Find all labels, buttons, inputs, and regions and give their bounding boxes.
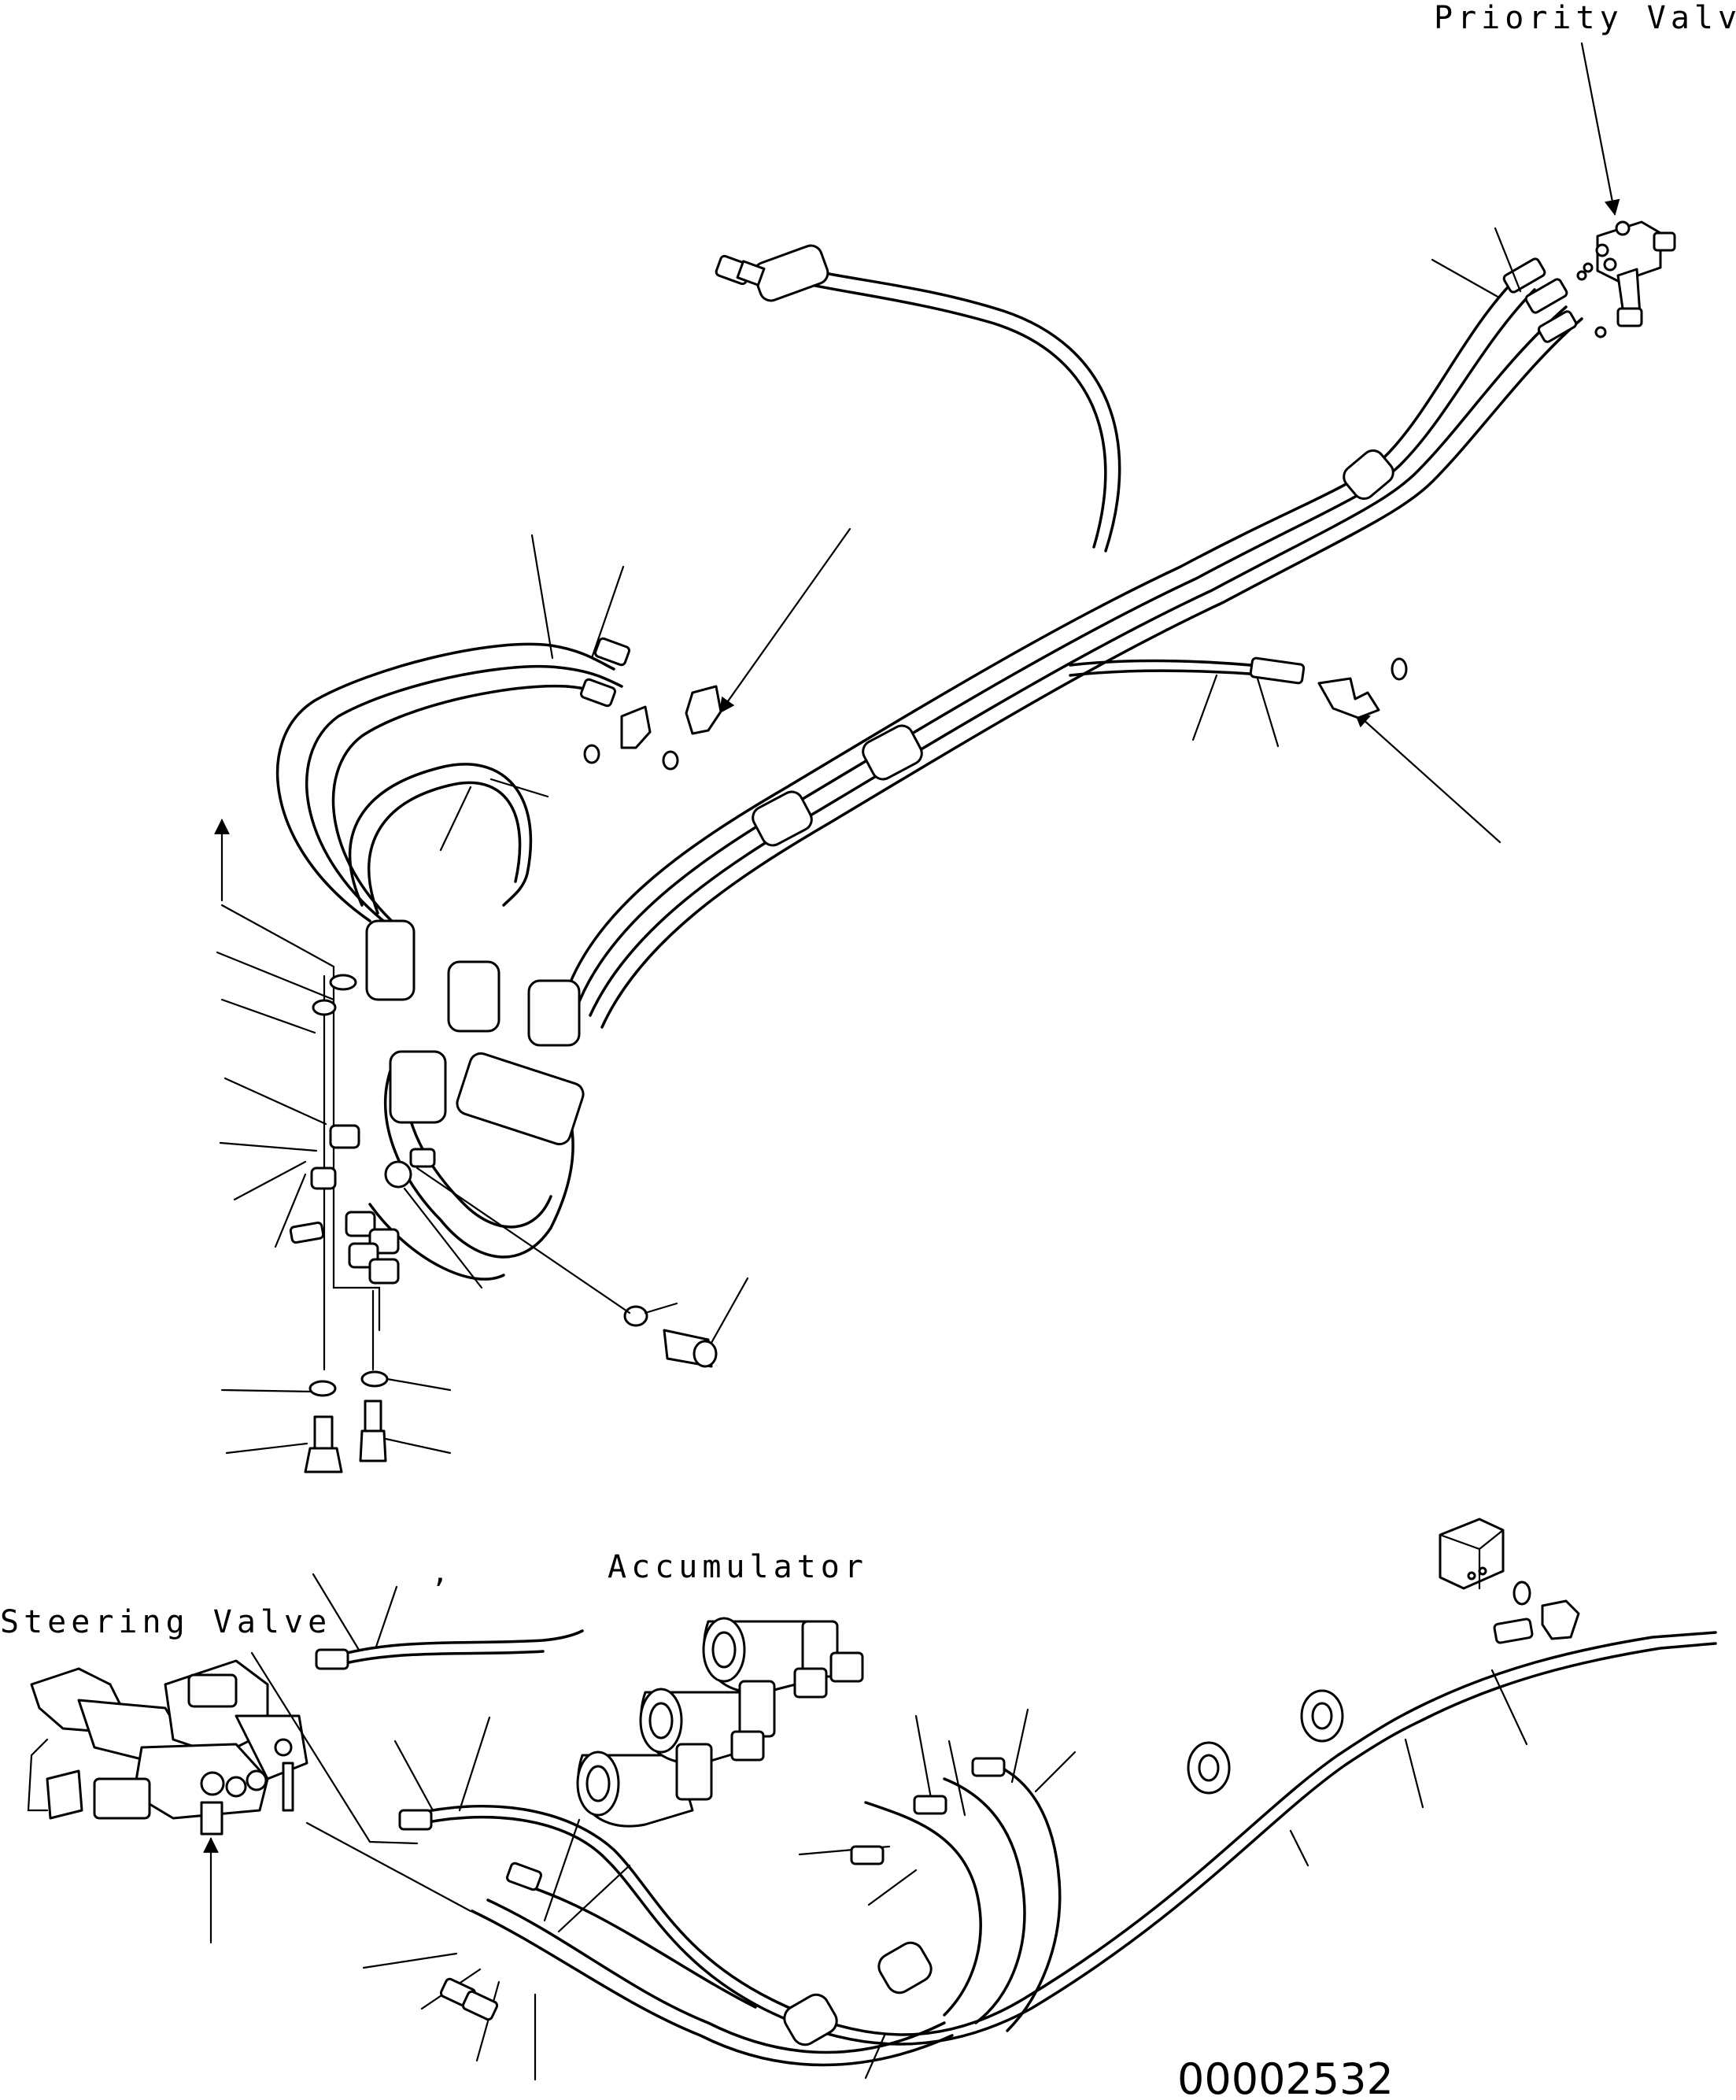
- lower-hose-end-fittings: [315, 1648, 1006, 2021]
- upper-elbow-fittings: [580, 637, 722, 771]
- steering-valve: [27, 1659, 308, 1836]
- lower-hose-bundle: [329, 1629, 1717, 2067]
- priority-valve-label: Priority Valve: [1434, 0, 1736, 36]
- right-elbow-fitting: [1249, 656, 1408, 719]
- frame-bracket: [220, 904, 389, 1473]
- lower-hose-clamps: [783, 1581, 1580, 2046]
- clamp-frame-2: [447, 960, 500, 1033]
- clamp-frame-4: [389, 1050, 447, 1124]
- accumulator-1: [576, 1751, 694, 1828]
- priority-valve: [1502, 220, 1676, 343]
- pointer-arrows: [203, 42, 1620, 1944]
- upper-hose-clamps: [365, 244, 1394, 1146]
- top-hose-end-fitting: [715, 254, 766, 287]
- steering-leaders: [250, 1573, 1528, 2081]
- upper-leaders: [439, 534, 625, 852]
- accumulator-group: [576, 1617, 864, 1828]
- comma-mark: ,: [434, 1551, 445, 1591]
- steering-valve-label: Steering Valve: [0, 1604, 331, 1640]
- clamp-2: [862, 724, 923, 781]
- clamp-3: [1343, 449, 1394, 501]
- right-leaders: [1191, 674, 1280, 748]
- accumulator-label: Accumulator: [608, 1549, 868, 1585]
- accumulator-2: [639, 1688, 757, 1765]
- elbow-arrow-right: [1354, 711, 1501, 844]
- priority-valve-leaders: [1431, 227, 1522, 299]
- clamp-frame-3: [527, 979, 581, 1047]
- clamp-1: [752, 790, 813, 847]
- elbow-arrow-upper: [718, 527, 851, 714]
- clamp-frame-1: [365, 919, 416, 1001]
- priority-valve-arrow: [1580, 42, 1620, 216]
- frame-leaders: [216, 951, 749, 1455]
- clamp-frame-5: [456, 1052, 585, 1146]
- frame-fittings: [289, 1124, 718, 1368]
- upper-hose-bundle: [275, 262, 1583, 1281]
- drawing-number: 00002532: [1177, 2054, 1394, 2100]
- lower-block-fitting: [1439, 1518, 1505, 1590]
